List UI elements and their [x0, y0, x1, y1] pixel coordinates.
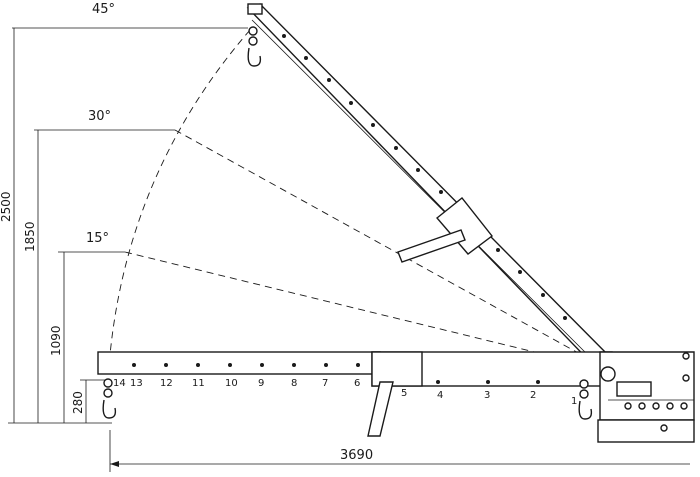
position-label: 14 — [113, 378, 126, 389]
angle-45-label: 45° — [92, 2, 115, 17]
length-3690-label: 3690 — [340, 448, 373, 463]
position-label: 3 — [484, 390, 490, 401]
position-label: 12 — [160, 378, 173, 389]
tip-hook-horizontal — [102, 378, 117, 419]
position-label: 6 — [354, 378, 360, 389]
position-label: 1 — [571, 396, 577, 407]
height-1850-label: 1850 — [23, 221, 37, 252]
position-label: 4 — [437, 390, 443, 401]
position-label: 7 — [322, 378, 328, 389]
position-label: 9 — [258, 378, 264, 389]
position-label: 8 — [291, 378, 297, 389]
position-label: 10 — [225, 378, 238, 389]
height-dimension-lines — [8, 27, 248, 424]
position-label: 5 — [401, 388, 407, 399]
swing-arc — [107, 29, 251, 381]
inclined-jib-arm — [246, 3, 617, 373]
position-label: 11 — [192, 378, 205, 389]
position-labels: 14 13 12 11 10 9 8 7 6 5 4 3 2 1 — [113, 378, 577, 407]
position-label: 2 — [530, 390, 536, 401]
pivot-base-assembly — [597, 351, 695, 443]
angle-15-label: 15° — [86, 231, 109, 246]
height-280-label: 280 — [71, 391, 85, 414]
tip-hook-inclined — [247, 26, 262, 67]
base-hook-horizontal — [578, 379, 593, 420]
height-1090-label: 1090 — [49, 325, 63, 356]
angle-rays — [124, 129, 601, 369]
position-label: 13 — [130, 378, 143, 389]
horizontal-jib-arm — [97, 351, 613, 437]
angle-30-label: 30° — [88, 109, 111, 124]
length-dimension-line — [109, 430, 690, 472]
height-2500-label: 2500 — [0, 191, 13, 222]
